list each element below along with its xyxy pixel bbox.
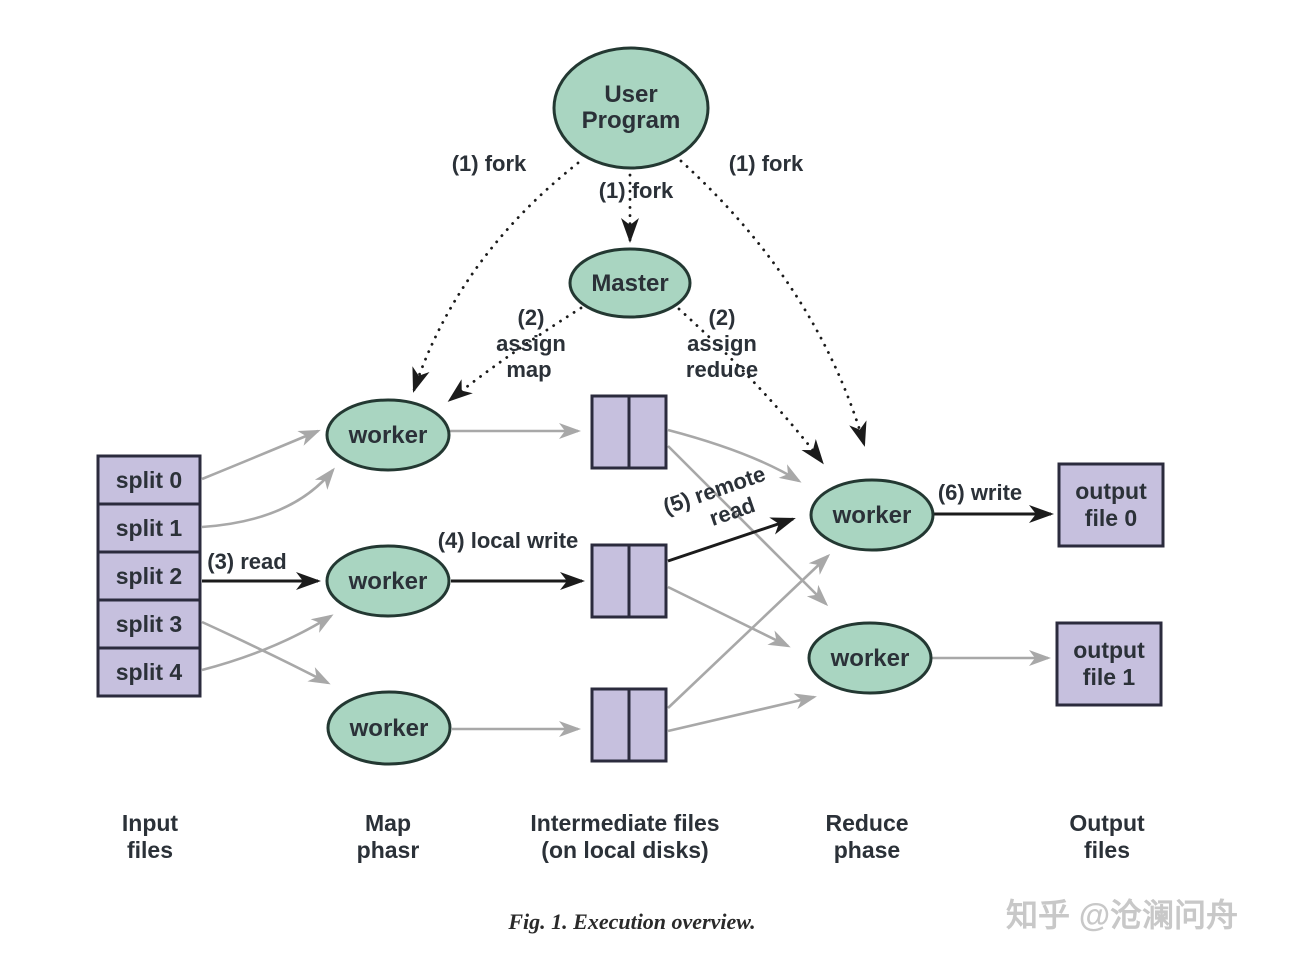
master-node: [568, 247, 692, 319]
reduce-worker-top-label: worker: [832, 502, 912, 529]
phase-output-label-line2: files: [1084, 837, 1130, 863]
user-program-label-line1: User: [604, 81, 657, 108]
arrow-split4-to-map-worker-middle: [201, 614, 334, 672]
intermediate-files-1: [590, 394, 668, 470]
output-file-0-box: [1057, 462, 1165, 548]
watermark-text: 知乎 @沧澜问舟: [1006, 897, 1238, 933]
phase-output-label-line1: Output: [1069, 810, 1145, 836]
arrow-split0-to-map-worker-top: [201, 429, 321, 481]
read-label: (3) read: [207, 549, 286, 574]
figure-caption: Fig. 1. Execution overview.: [507, 909, 755, 934]
output-file-1-box: [1055, 621, 1163, 707]
map-worker-middle-label: worker: [348, 568, 428, 595]
split-2-label: split 2: [116, 563, 182, 589]
split-4-label: split 4: [116, 659, 183, 685]
assign-map-label-line2: assign: [496, 331, 566, 356]
split-4-box: [96, 646, 202, 698]
split-0-label: split 0: [116, 467, 182, 493]
phase-intermediate-label-line1: Intermediate files: [530, 810, 719, 836]
output-file-1-label-line2: file 1: [1083, 664, 1136, 690]
arrow-files1-to-reduce-worker-top: [667, 428, 802, 483]
assign-map-label-line3: map: [506, 357, 551, 382]
arrow-files3-to-reduce-worker-bottom: [667, 693, 817, 733]
map-worker-middle-node: [325, 544, 451, 618]
user-program-node: [552, 46, 710, 170]
fork-left-label: (1) fork: [452, 151, 527, 176]
assign-reduce-arrow: [677, 307, 824, 465]
intermediate-files-2: [590, 543, 668, 619]
arrow-split1-to-map-worker-top: [201, 467, 335, 529]
local-write-label: (4) local write: [438, 528, 579, 553]
split-2-box: [96, 550, 202, 602]
phase-reduce-label-line1: Reduce: [825, 810, 908, 836]
master-label: Master: [591, 270, 668, 297]
phase-map-label-line2: phasr: [357, 837, 420, 863]
split-1-box: [96, 502, 202, 554]
fork-left-arrow: [412, 161, 580, 393]
phase-input-label-line2: files: [127, 837, 173, 863]
fork-center-label: (1) fork: [599, 178, 674, 203]
arrow-split3-to-map-worker-bottom: [201, 620, 331, 685]
assign-map-label-line1: (2): [518, 305, 545, 330]
fork-right-label: (1) fork: [729, 151, 804, 176]
intermediate-files-3: [590, 687, 668, 763]
output-file-0-label-line1: output: [1075, 478, 1147, 504]
remote-read-arrow: [667, 517, 796, 563]
split-0-box: [96, 454, 202, 506]
assign-reduce-label-line3: reduce: [686, 357, 758, 382]
reduce-worker-bottom-label: worker: [830, 645, 910, 672]
arrow-files2-to-reduce-worker-bottom: [667, 585, 791, 648]
arrow-files3-to-reduce-worker-top: [667, 553, 831, 709]
phase-intermediate-label-line2: (on local disks): [541, 837, 708, 863]
reduce-worker-top-node: [809, 478, 935, 552]
split-3-box: [96, 598, 202, 650]
output-file-1-label-line1: output: [1073, 637, 1145, 663]
input-splits: split 0 split 1 split 2 split 3 split 4: [96, 454, 202, 698]
assign-reduce-label-line1: (2): [709, 305, 736, 330]
arrow-files1-to-reduce-worker-bottom: [667, 445, 829, 607]
output-file-0-label-line2: file 0: [1085, 505, 1137, 531]
reduce-worker-bottom-node: [807, 621, 933, 695]
map-worker-top-node: [325, 398, 451, 472]
fork-right-arrow: [679, 159, 867, 447]
split-3-label: split 3: [116, 611, 182, 637]
split-1-label: split 1: [116, 515, 183, 541]
map-worker-bottom-node: [326, 690, 452, 766]
map-worker-top-label: worker: [348, 422, 428, 449]
phase-map-label-line1: Map: [365, 810, 411, 836]
phase-reduce-label-line2: phase: [834, 837, 900, 863]
assign-reduce-label-line2: assign: [687, 331, 757, 356]
phase-input-label-line1: Input: [122, 810, 179, 836]
map-worker-bottom-label: worker: [349, 715, 429, 742]
user-program-label-line2: Program: [582, 107, 681, 134]
write-label: (6) write: [938, 480, 1022, 505]
